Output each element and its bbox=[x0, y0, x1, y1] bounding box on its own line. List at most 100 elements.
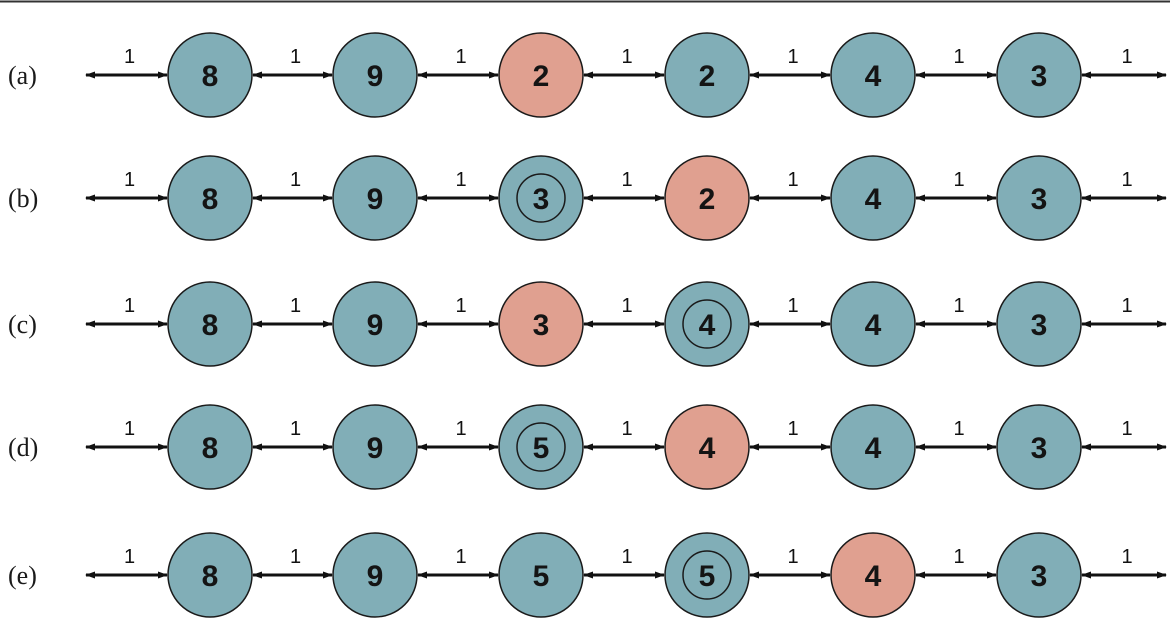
node-circled: 5 bbox=[664, 532, 750, 618]
node-value: 4 bbox=[699, 432, 716, 465]
node-circle bbox=[167, 155, 253, 241]
edge-weight: 1 bbox=[124, 546, 135, 568]
node-value: 3 bbox=[1031, 309, 1048, 342]
edge-weight: 1 bbox=[1121, 418, 1132, 440]
node-circle bbox=[332, 532, 418, 618]
node-circled: 3 bbox=[498, 155, 584, 241]
row-label: (e) bbox=[8, 561, 37, 590]
node-value: 3 bbox=[1031, 183, 1048, 216]
node-normal: 8 bbox=[167, 532, 253, 618]
node-normal: 3 bbox=[996, 32, 1082, 118]
node-normal: 9 bbox=[332, 281, 418, 367]
node-value: 4 bbox=[865, 183, 882, 216]
inner-ring bbox=[516, 422, 566, 472]
edge-weight: 1 bbox=[1121, 295, 1132, 317]
edge-weight: 1 bbox=[1121, 46, 1132, 68]
node-circle bbox=[498, 532, 584, 618]
edge-weight: 1 bbox=[621, 295, 632, 317]
edge-weight: 1 bbox=[455, 169, 466, 191]
node-highlight: 4 bbox=[664, 404, 750, 490]
edge-weight: 1 bbox=[1121, 546, 1132, 568]
node-value: 9 bbox=[367, 432, 384, 465]
node-value: 9 bbox=[367, 309, 384, 342]
row-label: (b) bbox=[8, 184, 38, 213]
node-value: 8 bbox=[202, 560, 219, 593]
node-normal: 8 bbox=[167, 32, 253, 118]
row-label: (d) bbox=[8, 433, 38, 462]
node-circle bbox=[664, 281, 750, 367]
node-normal: 8 bbox=[167, 404, 253, 490]
node-value: 5 bbox=[699, 560, 716, 593]
edge-weight: 1 bbox=[124, 46, 135, 68]
node-highlight: 2 bbox=[498, 32, 584, 118]
edge-weight: 1 bbox=[1121, 169, 1132, 191]
node-normal: 4 bbox=[830, 281, 916, 367]
node-highlight: 3 bbox=[498, 281, 584, 367]
edge-weight: 1 bbox=[290, 295, 301, 317]
node-circle bbox=[996, 532, 1082, 618]
row-label: (c) bbox=[8, 310, 37, 339]
edge-weight: 1 bbox=[124, 418, 135, 440]
node-normal: 9 bbox=[332, 32, 418, 118]
edge-weight: 1 bbox=[621, 46, 632, 68]
node-circle bbox=[167, 32, 253, 118]
node-normal: 4 bbox=[830, 32, 916, 118]
edge-weight: 1 bbox=[787, 546, 798, 568]
node-value: 3 bbox=[1031, 60, 1048, 93]
node-value: 2 bbox=[699, 183, 716, 216]
edge-weight: 1 bbox=[953, 46, 964, 68]
inner-ring bbox=[682, 550, 732, 600]
node-highlight: 2 bbox=[664, 155, 750, 241]
inner-ring bbox=[682, 299, 732, 349]
node-value: 8 bbox=[202, 309, 219, 342]
node-circle bbox=[498, 404, 584, 490]
node-circle bbox=[996, 404, 1082, 490]
node-value: 4 bbox=[865, 432, 882, 465]
row-label: (a) bbox=[8, 61, 37, 90]
node-value: 9 bbox=[367, 560, 384, 593]
node-normal: 5 bbox=[498, 532, 584, 618]
edge-weight: 1 bbox=[953, 546, 964, 568]
node-circle bbox=[167, 532, 253, 618]
node-value: 4 bbox=[865, 560, 882, 593]
node-circle bbox=[996, 155, 1082, 241]
node-value: 5 bbox=[533, 432, 550, 465]
node-normal: 3 bbox=[996, 532, 1082, 618]
node-circle bbox=[498, 32, 584, 118]
node-circle bbox=[830, 32, 916, 118]
node-normal: 9 bbox=[332, 155, 418, 241]
node-circle bbox=[167, 281, 253, 367]
node-value: 3 bbox=[533, 309, 550, 342]
node-circle bbox=[332, 155, 418, 241]
node-highlight: 4 bbox=[830, 532, 916, 618]
edge-weight: 1 bbox=[290, 546, 301, 568]
node-circle bbox=[498, 155, 584, 241]
edge-weight: 1 bbox=[290, 418, 301, 440]
node-normal: 9 bbox=[332, 532, 418, 618]
node-value: 8 bbox=[202, 183, 219, 216]
edge-weight: 1 bbox=[455, 546, 466, 568]
node-circle bbox=[664, 404, 750, 490]
edge-weight: 1 bbox=[787, 46, 798, 68]
node-normal: 9 bbox=[332, 404, 418, 490]
node-circled: 5 bbox=[498, 404, 584, 490]
node-circle bbox=[664, 532, 750, 618]
node-value: 8 bbox=[202, 60, 219, 93]
edge-weight: 1 bbox=[621, 418, 632, 440]
node-circle bbox=[498, 281, 584, 367]
edge-weight: 1 bbox=[787, 169, 798, 191]
inner-ring bbox=[516, 173, 566, 223]
node-value: 5 bbox=[533, 560, 550, 593]
node-circle bbox=[332, 32, 418, 118]
edge-weight: 1 bbox=[455, 295, 466, 317]
node-value: 2 bbox=[533, 60, 550, 93]
node-value: 4 bbox=[865, 60, 882, 93]
node-value: 9 bbox=[367, 183, 384, 216]
edge-weight: 1 bbox=[787, 418, 798, 440]
edge-weight: 1 bbox=[290, 46, 301, 68]
